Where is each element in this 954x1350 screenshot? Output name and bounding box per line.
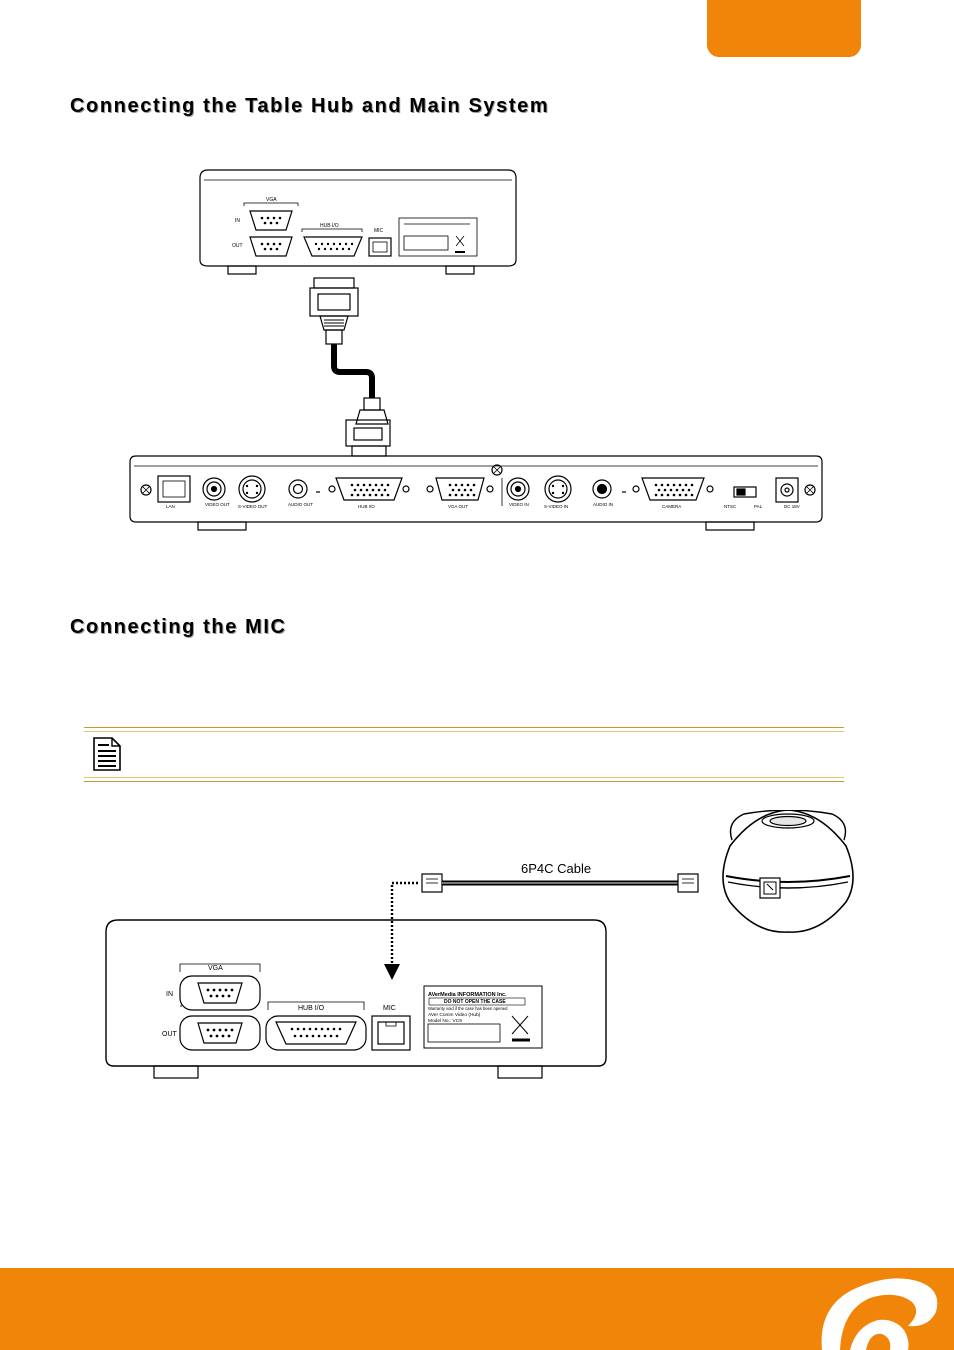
heading-connect-mic: Connecting the MIC [70, 616, 287, 638]
microphone-pod [722, 810, 854, 933]
hub-audioout-label: AUDIO OUT [288, 502, 313, 507]
sys-in-label: IN [235, 218, 240, 224]
note-rule-bottom [84, 781, 844, 782]
sys-hubio-label: HUB I/O [320, 223, 339, 229]
note-icon [93, 737, 121, 771]
sticker-line-1: AVerMedia INFORMATION Inc. [428, 992, 507, 998]
main-system-unit [199, 169, 517, 275]
mic-fig-out-label: OUT [162, 1031, 178, 1038]
upper-cable-connector [309, 277, 359, 345]
note-box [84, 727, 844, 783]
table-hub-unit [129, 455, 823, 531]
note-rule-top [84, 727, 844, 728]
sticker-line-3: Warranty void if the case has been opene… [428, 1006, 508, 1011]
mic-fig-mic-label: MIC [383, 1005, 396, 1012]
sticker-line-2: DO NOT OPEN THE CASE [444, 999, 506, 1005]
mic-fig-vga-label: VGA [208, 965, 223, 972]
lower-cable-connector [345, 397, 391, 457]
note-rule-bottom-inner [84, 777, 844, 778]
page-tab [707, 0, 861, 57]
hub-videoin-label: VIDEO IN [509, 502, 529, 507]
brand-logo-icon [821, 1278, 938, 1350]
arrow-down-icon [384, 964, 400, 980]
hub-camera-label: CAMERA [662, 504, 681, 509]
hub-hubio-label: HUB I/O [358, 504, 375, 509]
hub-svideoout-label: S-VIDEO OUT [238, 504, 268, 509]
hub-lan-label: LAN [166, 504, 175, 509]
sys-out-label: OUT [232, 243, 243, 249]
hub-ntsc-label: NTSC [724, 504, 737, 509]
sticker-line-5: Model No.: VC9 [428, 1018, 462, 1024]
hub-dc-label: DC 18V [784, 504, 800, 509]
mic-connection-diagram: 6P4C Cable [105, 810, 854, 1079]
sys-vga-label: VGA [266, 197, 277, 203]
hub-audioin-label: AUDIO IN [593, 502, 613, 507]
hub-pal-label: PAL [754, 504, 763, 509]
footer-bar [0, 1268, 954, 1350]
heading-connect-hub: Connecting the Table Hub and Main System [70, 95, 550, 117]
mic-fig-in-label: IN [166, 991, 173, 998]
hub-vgaout-label: VGA OUT [448, 504, 468, 509]
main-system-closeup [105, 919, 607, 1079]
sys-mic-label: MIC [374, 228, 384, 234]
mic-fig-hubio-label: HUB I/O [298, 1005, 325, 1012]
hub-videoout-label: VIDEO OUT [205, 502, 230, 507]
hub-connection-diagram: VGA IN OUT HUB I/O MIC [129, 169, 823, 531]
cable-label: 6P4C Cable [521, 861, 591, 876]
note-rule-top-inner [84, 731, 844, 732]
sticker-line-4: AVer Comm Video (Hub) [428, 1012, 481, 1018]
hub-svideoin-label: S-VIDEO IN [544, 504, 568, 509]
6p4c-cable [421, 873, 699, 893]
